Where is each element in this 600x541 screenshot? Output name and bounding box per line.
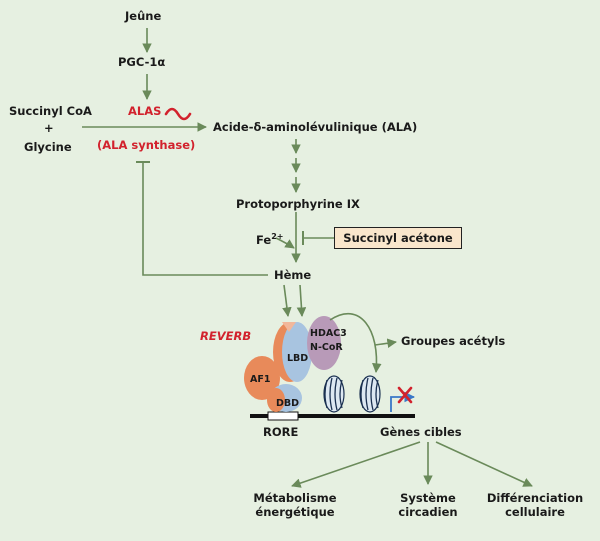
succinyl-acetone-box: Succinyl acétone bbox=[334, 227, 462, 249]
fe-charge: 2+ bbox=[271, 232, 284, 241]
arrow-heme-lbd-1 bbox=[282, 284, 292, 317]
corepressor-complex bbox=[307, 316, 341, 370]
label-succinyl-coa: Succinyl CoA bbox=[9, 104, 92, 118]
rore-site bbox=[267, 411, 299, 421]
nucleosome-1 bbox=[323, 375, 345, 413]
label-protoporphyrine: Protoporphyrine IX bbox=[236, 197, 360, 211]
label-metabolisme: Métabolisme énergétique bbox=[240, 491, 350, 519]
label-af1: AF1 bbox=[250, 374, 271, 385]
systeme-line2: circadien bbox=[398, 505, 458, 519]
label-alas: ALAS bbox=[128, 104, 162, 118]
arrow-metabolisme bbox=[291, 441, 421, 488]
label-lbd: LBD bbox=[287, 353, 309, 364]
label-ala: Acide-δ-aminolévulinique (ALA) bbox=[213, 120, 418, 134]
lbd-domain-blue bbox=[282, 322, 312, 382]
label-fe: Fe2+ bbox=[256, 230, 283, 247]
label-differenciation: Différenciation cellulaire bbox=[476, 491, 594, 519]
label-ala-synthase: (ALA synthase) bbox=[97, 138, 196, 152]
label-systeme: Système circadien bbox=[376, 491, 480, 519]
label-hdac3: HDAC3 bbox=[310, 328, 347, 339]
label-jeune: Jeûne bbox=[125, 9, 162, 23]
label-reverb: REVERB bbox=[200, 329, 252, 343]
inhibition-heme-alas bbox=[142, 162, 268, 276]
metabolisme-line2: énergétique bbox=[255, 505, 335, 519]
differenciation-line1: Différenciation bbox=[486, 491, 584, 505]
label-ncor: N-CoR bbox=[310, 342, 343, 353]
arrow-differenciation bbox=[435, 441, 533, 487]
metabolisme-line1: Métabolisme bbox=[253, 491, 337, 505]
arrow-fe-merge bbox=[275, 237, 295, 249]
label-pgc1a: PGC-1α bbox=[118, 55, 166, 69]
arrow-heme-lbd-2 bbox=[296, 284, 307, 317]
systeme-line1: Système bbox=[400, 491, 456, 505]
arrow-to-acetyl bbox=[374, 338, 397, 348]
label-plus: + bbox=[44, 121, 54, 135]
label-rore: RORE bbox=[263, 425, 299, 439]
label-genes-cibles: Gènes cibles bbox=[380, 425, 462, 439]
label-succinyl-acetone: Succinyl acétone bbox=[343, 231, 453, 245]
label-heme: Hème bbox=[274, 268, 312, 282]
arrow-hdac-nucleosome bbox=[329, 313, 382, 373]
label-dbd: DBD bbox=[276, 398, 300, 409]
alas-wave-icon bbox=[164, 107, 192, 121]
label-glycine: Glycine bbox=[24, 140, 72, 154]
dbd-domain-orange bbox=[267, 388, 285, 412]
nucleosome-2 bbox=[359, 375, 381, 413]
differenciation-line2: cellulaire bbox=[505, 505, 565, 519]
blocked-cross-icon bbox=[397, 386, 413, 404]
heme-pocket bbox=[282, 322, 296, 332]
label-groupes-acetyls: Groupes acétyls bbox=[401, 334, 506, 348]
fe-text: Fe bbox=[256, 232, 272, 247]
af1-domain bbox=[244, 356, 280, 400]
